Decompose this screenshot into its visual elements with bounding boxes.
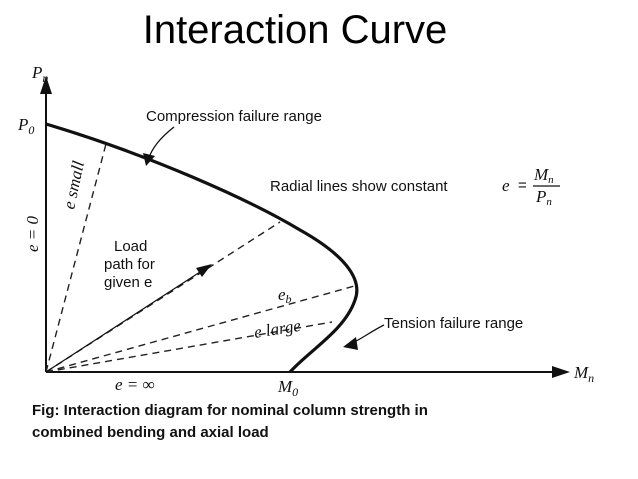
radial-line-e-large xyxy=(45,321,333,373)
x-axis-label: Mn xyxy=(573,363,594,385)
e-zero-label: e = 0 xyxy=(23,215,42,252)
radial-line-eb xyxy=(45,284,359,373)
radial-eq: = xyxy=(518,177,527,194)
interaction-curve xyxy=(45,122,359,374)
x-axis-arrow xyxy=(552,366,570,378)
p0-label: P0 xyxy=(17,115,34,137)
caption-line-2: combined bending and axial load xyxy=(32,424,269,441)
load-path-line xyxy=(45,271,201,373)
tension-leader-head xyxy=(343,337,358,350)
y-axis-label: Pn xyxy=(31,63,48,85)
load-path-label-1: Load xyxy=(114,238,147,255)
y-axis-arrow xyxy=(40,76,52,94)
tension-failure-label: Tension failure range xyxy=(384,315,523,332)
load-path-label-3: given e xyxy=(104,274,152,291)
e-large-label: e large xyxy=(253,316,303,342)
caption-line-1: Fig: Interaction diagram for nominal col… xyxy=(32,402,428,419)
compression-failure-label: Compression failure range xyxy=(146,108,322,125)
compression-leader-arrow xyxy=(147,126,175,161)
m0-label: M0 xyxy=(277,377,298,399)
radial-line-mid xyxy=(45,221,281,373)
radial-denominator: Pn xyxy=(535,187,552,208)
load-path-arrowhead xyxy=(196,264,212,277)
radial-line-e-small xyxy=(45,143,107,373)
load-path-label-2: path for xyxy=(104,256,155,273)
radial-numerator: Mn xyxy=(533,165,554,186)
figure-caption: Fig: Interaction diagram for nominal col… xyxy=(32,400,592,444)
radial-lines-text: Radial lines show constant xyxy=(270,178,448,195)
e-small-label: e small xyxy=(59,159,88,211)
radial-e: e xyxy=(502,176,510,195)
compression-leader-head xyxy=(143,153,155,166)
page-title: Interaction Curve xyxy=(142,8,448,52)
eb-label: eb xyxy=(278,285,292,306)
e-infinity-label: e = ∞ xyxy=(115,375,155,394)
